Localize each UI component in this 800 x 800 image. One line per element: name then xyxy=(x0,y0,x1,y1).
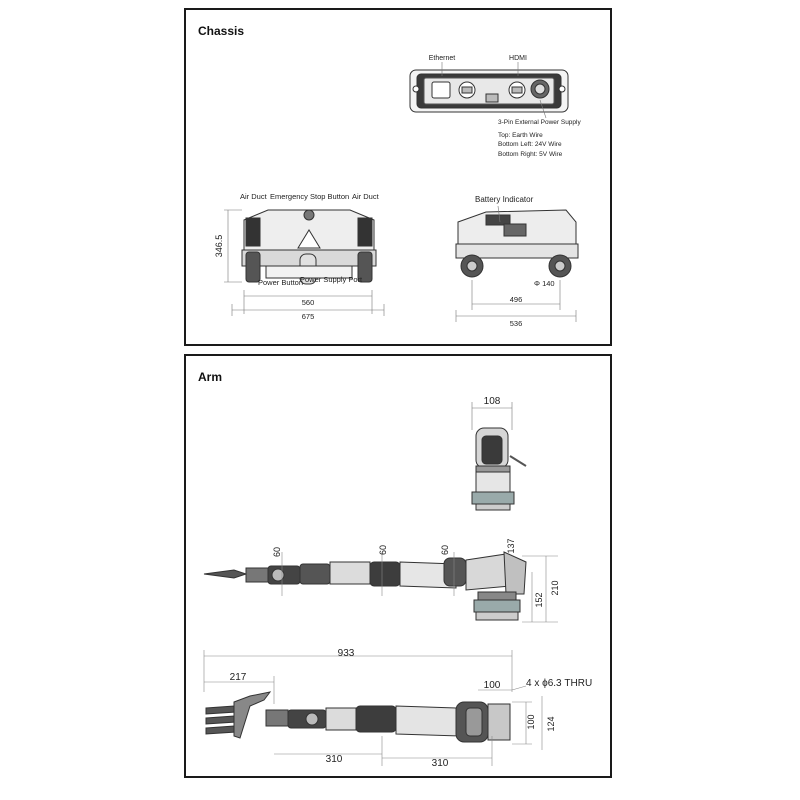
arm-dim-210: 210 xyxy=(550,580,560,595)
arm-base-width-dim: 100 xyxy=(484,680,501,691)
chassis-height-dim: 346.5 xyxy=(214,235,224,258)
wire-bottom-left-label: Bottom Left: 24V Wire xyxy=(498,141,562,148)
estop-label: Emergency Stop Button xyxy=(270,192,349,201)
power-button-label: Power Button xyxy=(258,278,303,287)
ethernet-port-icon xyxy=(431,81,451,99)
wire-top-label: Top: Earth Wire xyxy=(498,132,543,139)
arm-dim-137: 137 xyxy=(506,538,516,553)
chassis-inner-width-dim: 560 xyxy=(302,298,315,307)
battery-indicator-label: Battery Indicator xyxy=(475,195,534,204)
chassis-outer-width-dim: 675 xyxy=(302,312,315,321)
arm-side-view xyxy=(203,551,558,623)
arm-link2-dim: 310 xyxy=(432,758,449,769)
chassis-front-view xyxy=(224,209,385,316)
ethernet-label: Ethernet xyxy=(429,55,456,62)
wire-bottom-right-label: Bottom Right: 5V Wire xyxy=(498,151,563,158)
air-duct-left-label: Air Duct xyxy=(240,192,268,201)
arm-dim-60-a: 60 xyxy=(272,547,282,557)
arm-end-width-dim: 108 xyxy=(484,396,501,407)
wheelbase-dim: 496 xyxy=(510,295,523,304)
air-duct-right-label: Air Duct xyxy=(352,192,380,201)
chassis-panel: Chassis Ethernet HDMI 3-Pin External Pow… xyxy=(184,8,612,346)
chassis-drawing: Ethernet HDMI 3-Pin External Power Suppl… xyxy=(214,55,581,328)
arm-base-depth-dim: 100 xyxy=(526,714,536,729)
arm-total-length-dim: 933 xyxy=(338,648,355,659)
hdmi-label: HDMI xyxy=(509,55,527,62)
chassis-title: Chassis xyxy=(198,24,245,38)
wheel-diameter-dim: Φ 140 xyxy=(534,279,555,288)
arm-dim-60-b: 60 xyxy=(378,545,388,555)
arm-base-outer-dim: 124 xyxy=(546,716,556,731)
power-supply-title: 3-Pin External Power Supply xyxy=(498,119,581,126)
arm-holes-note: 4 x ϕ6.3 THRU xyxy=(526,678,592,689)
arm-top-view xyxy=(203,650,543,766)
chassis-side-view xyxy=(455,205,579,322)
arm-drawing: 108 60 60 60 137 xyxy=(203,396,592,769)
arm-end-view xyxy=(471,402,527,511)
arm-link1-dim: 310 xyxy=(326,754,343,765)
power-supply-port-label: Power Supply Port xyxy=(300,275,363,284)
chassis-length-dim: 536 xyxy=(510,319,523,328)
arm-title: Arm xyxy=(198,370,223,384)
rear-io-panel xyxy=(409,62,569,119)
arm-hand-length-dim: 217 xyxy=(230,672,247,683)
arm-panel: Arm 108 xyxy=(184,354,612,778)
arm-dim-60-c: 60 xyxy=(440,545,450,555)
arm-dim-152: 152 xyxy=(534,592,544,607)
